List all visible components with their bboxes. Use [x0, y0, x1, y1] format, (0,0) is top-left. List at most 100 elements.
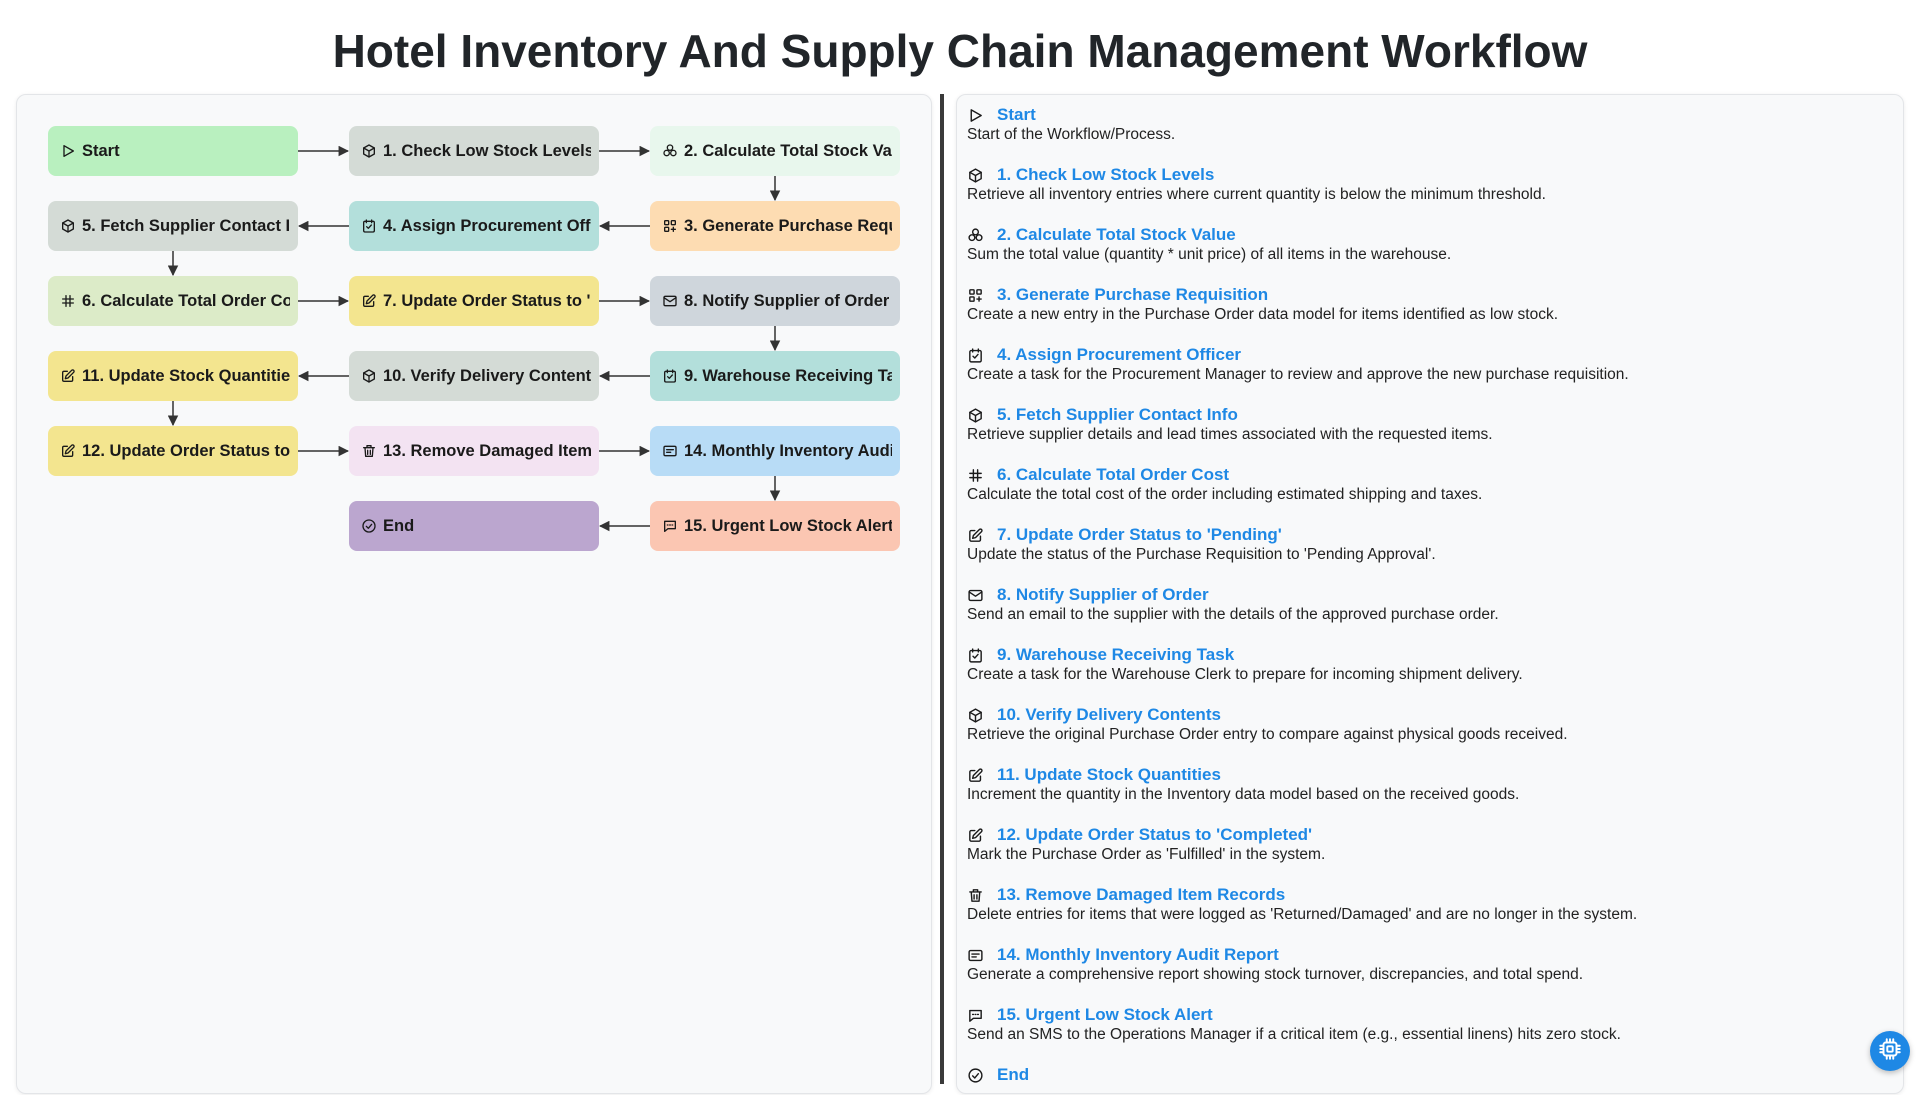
play-icon — [967, 107, 984, 124]
diagram-node-label: 8. Notify Supplier of Order — [684, 291, 890, 310]
step-header: Start — [967, 105, 1887, 125]
step-title-link[interactable]: 2. Calculate Total Stock Value — [997, 225, 1236, 244]
diagram-node-label: 13. Remove Damaged Item Records — [383, 441, 591, 460]
diagram-node-s11[interactable]: 11. Update Stock Quantities — [48, 351, 298, 401]
diagram-node-s9[interactable]: 9. Warehouse Receiving Task — [650, 351, 900, 401]
coins-icon — [967, 227, 984, 244]
step-title-link[interactable]: 15. Urgent Low Stock Alert — [997, 1005, 1213, 1024]
step-title-link[interactable]: 10. Verify Delivery Contents — [997, 705, 1221, 724]
step-header: 7. Update Order Status to 'Pending' — [967, 525, 1887, 545]
check-circle-icon — [361, 518, 377, 534]
diagram-node-label: End — [383, 516, 415, 535]
checklist-icon — [662, 368, 678, 384]
diagram-node-end[interactable]: End — [349, 501, 599, 551]
step-title-link[interactable]: Start — [997, 105, 1036, 124]
diagram-node-s5[interactable]: 5. Fetch Supplier Contact Info — [48, 201, 298, 251]
panel-splitter[interactable] — [940, 94, 944, 1084]
step-title-link[interactable]: 8. Notify Supplier of Order — [997, 585, 1209, 604]
diagram-node-s10[interactable]: 10. Verify Delivery Contents — [349, 351, 599, 401]
diagram-node-label: 3. Generate Purchase Requisition — [684, 216, 892, 235]
step-header: 6. Calculate Total Order Cost — [967, 465, 1887, 485]
step-description: Retrieve supplier details and lead times… — [967, 426, 1493, 443]
step-description: Send an SMS to the Operations Manager if… — [967, 1026, 1621, 1043]
box-icon — [60, 218, 76, 234]
diagram-node-s8[interactable]: 8. Notify Supplier of Order — [650, 276, 900, 326]
coins-icon — [662, 143, 678, 159]
step-description: Calculate the total cost of the order in… — [967, 486, 1483, 503]
diagram-node-s12[interactable]: 12. Update Order Status to 'Completed' — [48, 426, 298, 476]
chip-icon — [1877, 1036, 1903, 1067]
diagram-node-s6[interactable]: 6. Calculate Total Order Cost — [48, 276, 298, 326]
step-header: 9. Warehouse Receiving Task — [967, 645, 1887, 665]
diagram-node-s7[interactable]: 7. Update Order Status to 'Pending' — [349, 276, 599, 326]
box-icon — [967, 707, 984, 724]
box-icon — [361, 368, 377, 384]
step-title-link[interactable]: 7. Update Order Status to 'Pending' — [997, 525, 1282, 544]
grid-plus-icon — [967, 287, 984, 304]
diagram-node-s3[interactable]: 3. Generate Purchase Requisition — [650, 201, 900, 251]
step-title-link[interactable]: End — [997, 1065, 1030, 1084]
report-icon — [967, 947, 984, 964]
step-title-link[interactable]: 14. Monthly Inventory Audit Report — [997, 945, 1279, 964]
checklist-icon — [361, 218, 377, 234]
step-title-link[interactable]: 5. Fetch Supplier Contact Info — [997, 405, 1238, 424]
step-item: 12. Update Order Status to 'Completed'Ma… — [967, 825, 1887, 864]
sms-icon — [662, 518, 678, 534]
play-icon — [60, 143, 76, 159]
diagram-node-s4[interactable]: 4. Assign Procurement Officer — [349, 201, 599, 251]
step-item: End — [967, 1065, 1887, 1085]
step-header: 15. Urgent Low Stock Alert — [967, 1005, 1887, 1025]
diagram-node-s14[interactable]: 14. Monthly Inventory Audit Report — [650, 426, 900, 476]
assistant-button[interactable] — [1870, 1031, 1910, 1071]
step-title-link[interactable]: 12. Update Order Status to 'Completed' — [997, 825, 1313, 844]
step-header: 5. Fetch Supplier Contact Info — [967, 405, 1887, 425]
diagram-node-label: 15. Urgent Low Stock Alert — [684, 516, 892, 535]
step-description: Send an email to the supplier with the d… — [967, 606, 1499, 623]
edit-icon — [967, 827, 984, 844]
checklist-icon — [967, 347, 984, 364]
step-header: 8. Notify Supplier of Order — [967, 585, 1887, 605]
diagram-node-s2[interactable]: 2. Calculate Total Stock Value — [650, 126, 900, 176]
box-icon — [967, 407, 984, 424]
step-title-link[interactable]: 3. Generate Purchase Requisition — [997, 285, 1269, 304]
step-title-link[interactable]: 9. Warehouse Receiving Task — [997, 645, 1235, 664]
step-title-link[interactable]: 6. Calculate Total Order Cost — [997, 465, 1230, 484]
step-item: 7. Update Order Status to 'Pending'Updat… — [967, 525, 1887, 564]
step-description: Create a new entry in the Purchase Order… — [967, 306, 1559, 323]
check-circle-icon — [967, 1067, 984, 1084]
step-header: 12. Update Order Status to 'Completed' — [967, 825, 1887, 845]
trash-icon — [361, 443, 377, 459]
step-description: Create a task for the Procurement Manage… — [967, 366, 1629, 383]
box-icon — [361, 143, 377, 159]
step-title-link[interactable]: 1. Check Low Stock Levels — [997, 165, 1215, 184]
diagram-node-label: 12. Update Order Status to 'Completed' — [82, 441, 290, 460]
step-title-link[interactable]: 4. Assign Procurement Officer — [997, 345, 1242, 364]
diagram-node-label: Start — [82, 141, 120, 160]
diagram-node-s13[interactable]: 13. Remove Damaged Item Records — [349, 426, 599, 476]
diagram-node-s1[interactable]: 1. Check Low Stock Levels — [349, 126, 599, 176]
step-header: 14. Monthly Inventory Audit Report — [967, 945, 1887, 965]
mail-icon — [662, 293, 678, 309]
diagram-node-label: 10. Verify Delivery Contents — [383, 366, 591, 385]
step-description: Sum the total value (quantity * unit pri… — [967, 246, 1452, 263]
report-icon — [662, 443, 678, 459]
page-title: Hotel Inventory And Supply Chain Managem… — [332, 25, 1588, 77]
step-description: Generate a comprehensive report showing … — [967, 966, 1584, 983]
step-title-link[interactable]: 11. Update Stock Quantities — [997, 765, 1221, 784]
edit-icon — [967, 767, 984, 784]
step-title-link[interactable]: 13. Remove Damaged Item Records — [997, 885, 1286, 904]
step-header: 13. Remove Damaged Item Records — [967, 885, 1887, 905]
hash-icon — [967, 467, 984, 484]
step-header: 1. Check Low Stock Levels — [967, 165, 1887, 185]
diagram-node-start[interactable]: Start — [48, 126, 298, 176]
diagram-node-s15[interactable]: 15. Urgent Low Stock Alert — [650, 501, 900, 551]
